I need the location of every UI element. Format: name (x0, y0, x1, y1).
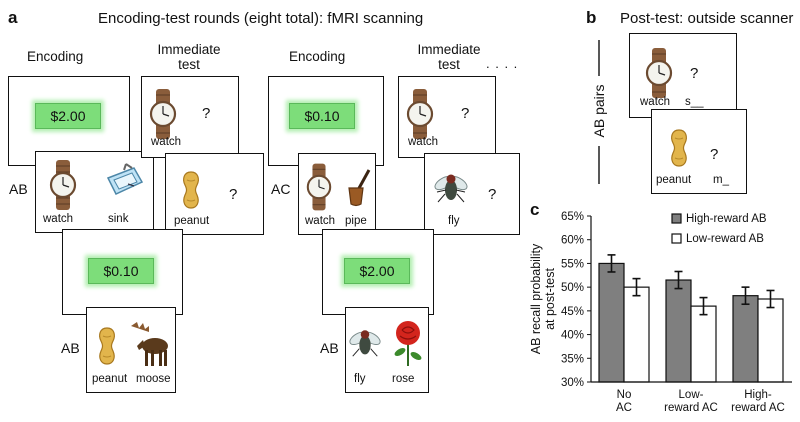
pipe-icon (348, 169, 371, 207)
test-screen: ? watch (398, 76, 496, 158)
reward-amount: $0.10 (88, 258, 154, 284)
panel-b-letter: b (586, 8, 597, 27)
x-tick-label: reward AC (731, 402, 785, 414)
pair-screen: fly rose (345, 307, 429, 393)
reward-screen: $0.10 (268, 76, 384, 166)
question-mark: ? (229, 186, 238, 203)
test-screen: ? peanut (165, 153, 264, 235)
question-mark: ? (690, 65, 699, 82)
pair-screen: peanut moose (86, 307, 176, 393)
row-label: AB (61, 340, 80, 356)
pair-screen: watch pipe (298, 153, 376, 235)
watch-icon (49, 160, 77, 210)
test-screen: ? watch (141, 76, 239, 158)
watch-icon (406, 89, 434, 139)
question-mark: ? (488, 186, 497, 203)
y-tick-label: 50% (561, 282, 584, 294)
test-screen: ? fly (424, 153, 520, 235)
bar (665, 279, 692, 383)
bar (732, 295, 759, 383)
legend-label: Low-reward AB (686, 233, 764, 245)
item-label: fly (448, 215, 460, 227)
y-tick-label: 30% (561, 377, 584, 389)
y-tick-label: 45% (561, 306, 584, 318)
row-label: AB (9, 181, 28, 197)
y-tick-label: 60% (561, 235, 584, 247)
legend-swatch (671, 233, 682, 244)
col-label-encoding-2: Encoding (289, 49, 346, 64)
watch-icon (645, 48, 673, 98)
item-label: watch (408, 136, 439, 148)
bar (623, 286, 650, 383)
x-tick-label: reward AC (664, 402, 718, 414)
sink-icon (106, 163, 144, 195)
col-label-immediate-test-1: Immediate test (157, 42, 221, 72)
posttest-screen: ? peanut m_ (651, 109, 747, 194)
cue-label: m_ (713, 174, 729, 186)
item-label: watch (151, 136, 182, 148)
x-tick-label: High- (744, 389, 772, 401)
row-label: AC (271, 181, 291, 197)
item-label: peanut (92, 373, 128, 385)
item-label: moose (136, 373, 171, 385)
ellipsis: . . . . (486, 56, 519, 71)
bar (690, 305, 717, 383)
moose-icon (131, 322, 168, 366)
y-axis-label: at post-test (543, 268, 557, 330)
col-label-immediate-test-2: Immediate test (417, 42, 481, 72)
legend-swatch (671, 213, 682, 224)
y-tick-label: 40% (561, 330, 584, 342)
question-mark: ? (202, 105, 211, 122)
y-tick-label: 35% (561, 353, 584, 365)
x-tick-label: No (617, 389, 632, 401)
item-label: peanut (656, 174, 692, 186)
item-label: fly (354, 373, 366, 385)
item-label: peanut (174, 215, 210, 227)
x-tick-label: AC (616, 402, 632, 414)
item-label: sink (108, 213, 129, 225)
item-label: watch (640, 96, 671, 108)
item-label: rose (392, 373, 415, 385)
reward-amount: $2.00 (344, 258, 410, 284)
watch-icon (149, 89, 177, 139)
panel-b-title: Post-test: outside scanner (620, 10, 794, 27)
item-label: watch (305, 215, 336, 227)
bar (598, 262, 625, 383)
col-label-encoding-1: Encoding (27, 49, 84, 64)
peanut-icon (671, 129, 687, 167)
item-label: watch (43, 213, 74, 225)
rose-icon (394, 321, 422, 366)
reward-amount: $2.00 (35, 103, 101, 129)
peanut-icon (99, 327, 115, 365)
fly-icon (434, 174, 468, 203)
reward-amount: $0.10 (289, 103, 355, 129)
y-tick-label: 65% (561, 211, 584, 223)
x-tick-label: Low- (679, 389, 704, 401)
watch-icon (306, 163, 332, 211)
reward-screen: $0.10 (62, 229, 183, 315)
row-label: AB (320, 340, 339, 356)
legend-label: High-reward AB (686, 213, 767, 225)
y-tick-label: 55% (561, 258, 584, 270)
ab-pairs-bracket: AB pairs (591, 40, 607, 184)
bar (757, 298, 784, 383)
item-label: pipe (345, 215, 367, 227)
panel-a-title: Encoding-test rounds (eight total): fMRI… (98, 10, 424, 27)
y-axis-label: AB recall probability (529, 243, 543, 354)
panel-a-letter: a (8, 8, 18, 27)
fly-icon (349, 330, 381, 357)
recall-bar-chart: AB recall probability at post-test 30% 35… (529, 211, 792, 414)
reward-screen: $2.00 (322, 229, 434, 315)
pair-screen: watch sink (35, 151, 154, 233)
panel-c-letter: c (530, 200, 540, 219)
peanut-icon (183, 171, 199, 209)
question-mark: ? (710, 146, 719, 163)
posttest-screen: ? watch s__ (629, 33, 737, 118)
cue-label: s__ (685, 96, 704, 108)
question-mark: ? (461, 105, 470, 122)
ab-pairs-label: AB pairs (591, 85, 607, 138)
